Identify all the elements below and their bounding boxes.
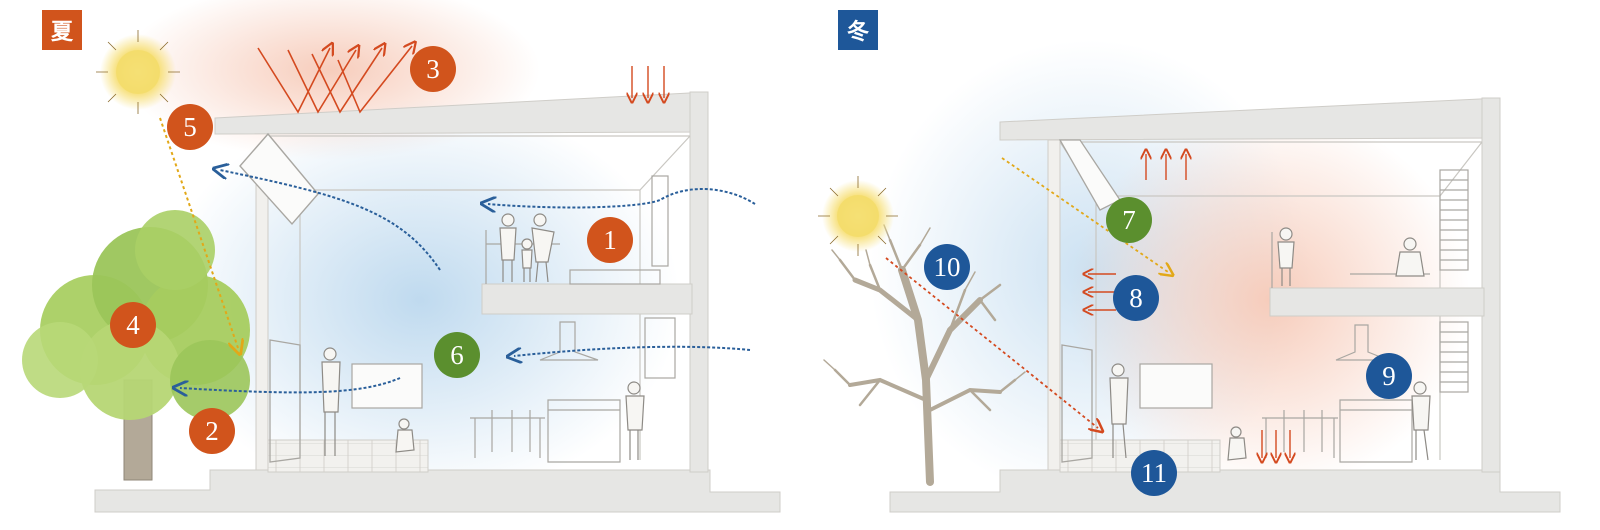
summer-panel bbox=[22, 0, 781, 513]
loft-floor bbox=[481, 283, 693, 315]
dining-table bbox=[1262, 410, 1338, 458]
right-wall bbox=[689, 91, 709, 473]
window-blinds bbox=[1439, 169, 1469, 393]
wall-panel bbox=[351, 363, 423, 409]
loft-floor bbox=[1269, 287, 1485, 317]
sun-icon bbox=[818, 176, 898, 256]
marker-11: 11 bbox=[1131, 450, 1177, 496]
marker-5: 5 bbox=[167, 104, 213, 150]
marker-1: 1 bbox=[587, 217, 633, 263]
bare-tree-icon bbox=[823, 224, 1026, 486]
heat-arrow-icon bbox=[632, 66, 664, 98]
dining-table bbox=[470, 410, 545, 458]
kitchen-counter bbox=[1339, 399, 1413, 463]
marker-7: 7 bbox=[1106, 197, 1152, 243]
left-wall bbox=[255, 169, 269, 471]
right-wall bbox=[1481, 97, 1501, 473]
sun-icon bbox=[96, 30, 180, 114]
sunray-arrow bbox=[159, 117, 238, 348]
left-wall bbox=[1047, 139, 1061, 471]
ground bbox=[94, 469, 781, 513]
person-icon bbox=[1109, 227, 1431, 461]
skylight-window bbox=[239, 132, 319, 226]
heat-arrow-icon bbox=[1088, 154, 1290, 458]
kitchen-counter bbox=[547, 399, 621, 463]
marker-3: 3 bbox=[410, 46, 456, 92]
marker-9: 9 bbox=[1366, 353, 1412, 399]
upper-window bbox=[651, 175, 669, 267]
tree-icon bbox=[22, 210, 250, 481]
heat-arrow-icon bbox=[257, 46, 412, 114]
marker-6: 6 bbox=[434, 332, 480, 378]
marker-8: 8 bbox=[1113, 275, 1159, 321]
wall-panel bbox=[1139, 363, 1213, 409]
winter-panel bbox=[818, 40, 1561, 513]
person-icon bbox=[321, 213, 645, 460]
marker-4: 4 bbox=[110, 302, 156, 348]
marker-10: 10 bbox=[924, 244, 970, 290]
ground bbox=[889, 469, 1561, 513]
summer-label: 夏 bbox=[42, 10, 82, 50]
winter-label: 冬 bbox=[838, 10, 878, 50]
marker-2: 2 bbox=[189, 408, 235, 454]
wind-arrow-icon bbox=[180, 170, 756, 392]
